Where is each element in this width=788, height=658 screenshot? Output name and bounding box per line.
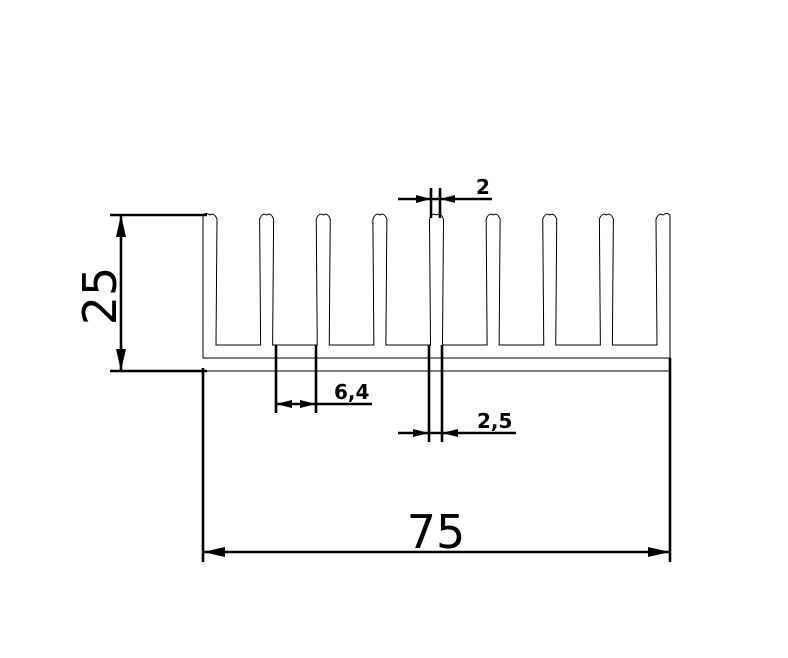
width-dimension-label: 75 [407, 505, 466, 559]
fin-gap-arrow-left [276, 400, 292, 408]
fin-tip-dimension: 2 [398, 175, 492, 218]
fin-thickness-dimension: 2,5 [398, 345, 516, 442]
height-arrow-bottom [116, 349, 126, 371]
width-arrow-right [648, 547, 670, 557]
fin-thickness-label: 2,5 [477, 409, 512, 433]
fin-thickness-arrow-right [442, 429, 458, 437]
width-dimension: 75 [201, 358, 672, 562]
fin-tip-label: 2 [476, 175, 490, 199]
heatsink-profile [202, 213, 671, 359]
fin-gap-arrow-right [300, 400, 316, 408]
height-dimension-label: 25 [73, 267, 127, 326]
height-dimension: 25 [73, 213, 207, 373]
width-arrow-left [203, 547, 225, 557]
fin-thickness-arrow-left [413, 429, 429, 437]
fin-tip-arrow-right [440, 195, 455, 203]
fin-gap-label: 6,4 [334, 380, 369, 404]
height-arrow-top [116, 215, 126, 237]
fin-tip-arrow-left [416, 195, 431, 203]
fin-gap-dimension: 6,4 [274, 345, 372, 413]
